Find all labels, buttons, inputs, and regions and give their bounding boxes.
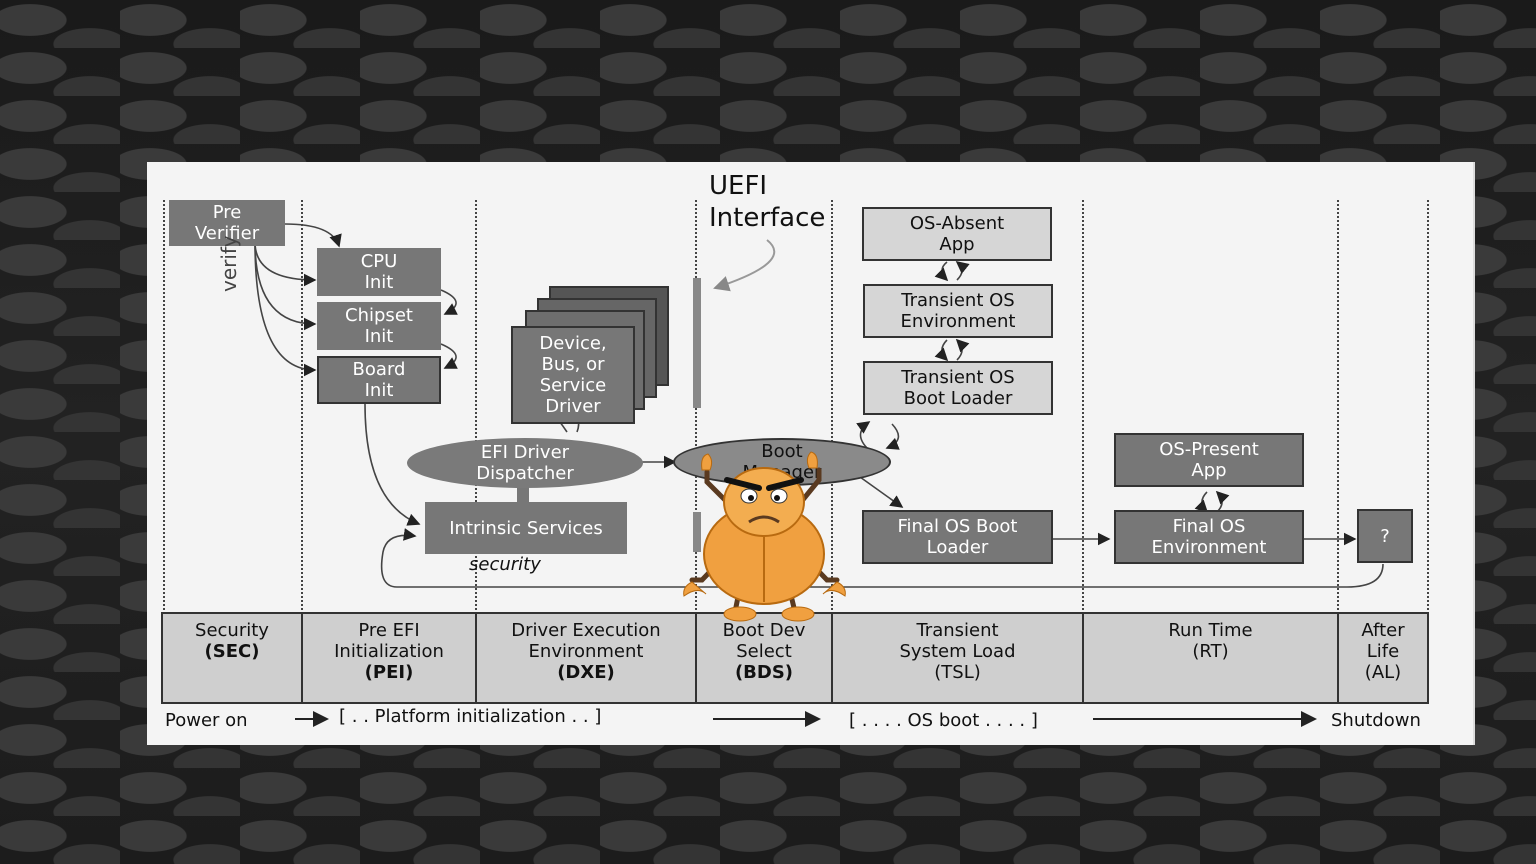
timeline-platform-init: [ . . Platform initialization . . ]: [339, 706, 602, 727]
phase-divider: [301, 200, 303, 610]
phase-dxe-name: Driver Execution Environment: [511, 620, 661, 662]
phase-divider: [1082, 200, 1084, 610]
phase-al: After Life (AL): [1337, 612, 1429, 704]
phase-pei-abbr: (PEI): [364, 662, 414, 683]
unknown-box: ?: [1357, 509, 1413, 563]
phase-divider: [831, 200, 833, 610]
uefi-interface-label: UEFI Interface: [709, 171, 826, 233]
efi-driver-dispatcher: EFI Driver Dispatcher: [407, 438, 643, 488]
phase-pei: Pre EFI Initialization (PEI): [301, 612, 477, 704]
cpu-init-box: CPU Init: [317, 248, 441, 296]
phase-pei-name: Pre EFI Initialization: [334, 620, 444, 662]
phase-tsl: Transient System Load (TSL): [831, 612, 1084, 704]
phase-dxe-abbr: (DXE): [557, 662, 615, 683]
phase-bds: Boot Dev Select (BDS): [695, 612, 833, 704]
device-driver-box: Device, Bus, or Service Driver: [511, 326, 635, 424]
phase-divider: [1337, 200, 1339, 610]
uefi-diagram-slide: Pre Verifier CPU Init Chipset Init Board…: [147, 162, 1475, 745]
chipset-init-box: Chipset Init: [317, 302, 441, 350]
phase-dxe: Driver Execution Environment (DXE): [475, 612, 697, 704]
phase-divider: [1427, 200, 1429, 610]
os-absent-app-box: OS-Absent App: [862, 207, 1052, 261]
phase-bds-name: Boot Dev Select: [722, 620, 806, 662]
phase-sec-name: Security: [195, 620, 269, 641]
final-os-environment-box: Final OS Environment: [1114, 510, 1304, 564]
timeline-os-boot: [ . . . . OS boot . . . . ]: [849, 710, 1038, 731]
phase-sec-abbr: (SEC): [204, 641, 260, 662]
timeline-shutdown: Shutdown: [1331, 710, 1421, 731]
bug-mascot-icon: [683, 451, 846, 622]
timeline-power-on: Power on: [165, 710, 248, 731]
transient-os-environment-box: Transient OS Environment: [863, 284, 1053, 338]
phase-divider: [163, 200, 165, 610]
transient-os-boot-loader-box: Transient OS Boot Loader: [863, 361, 1053, 415]
pre-verifier-box: Pre Verifier: [169, 200, 285, 246]
board-init-box: Board Init: [317, 356, 441, 404]
phase-divider: [475, 200, 477, 610]
security-label: security: [469, 554, 541, 575]
os-present-app-box: OS-Present App: [1114, 433, 1304, 487]
phase-sec: Security (SEC): [161, 612, 303, 704]
intrinsic-services-box: Intrinsic Services: [425, 502, 627, 554]
phase-rt: Run Time (RT): [1082, 612, 1339, 704]
phase-bds-abbr: (BDS): [734, 662, 794, 683]
final-os-boot-loader-box: Final OS Boot Loader: [862, 510, 1053, 564]
